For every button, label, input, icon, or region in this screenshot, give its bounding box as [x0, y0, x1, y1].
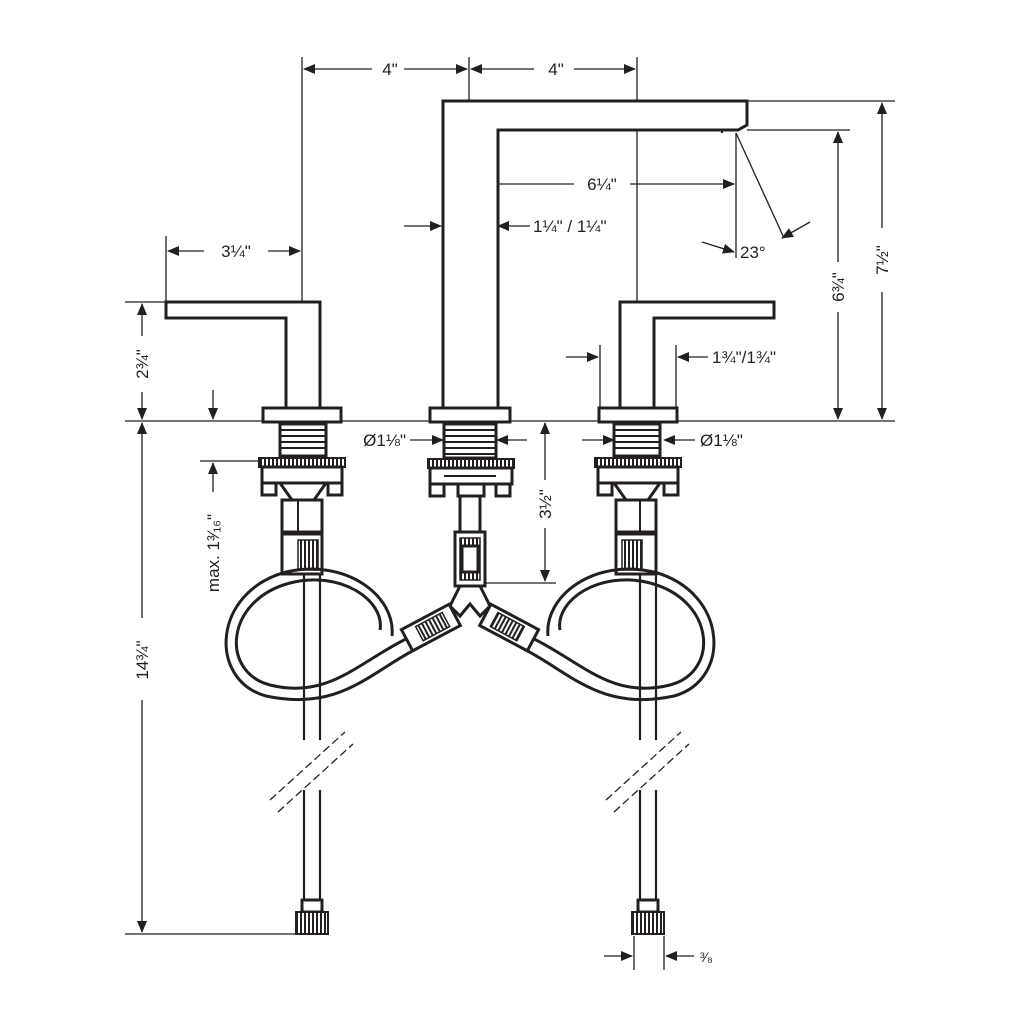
- left-hole-diameter-label: Ø1⅛": [363, 431, 406, 450]
- handle-height-label: 2¾": [133, 349, 152, 379]
- supply-pipes: [269, 574, 690, 935]
- connection-size-label: ³⁄₈: [700, 949, 713, 965]
- shank-length-label: 3½": [536, 489, 555, 519]
- supply-length-label: 14¾": [133, 640, 152, 679]
- hoses: [224, 567, 716, 702]
- spout-reach-label: 6¼": [587, 175, 617, 194]
- spout: [427, 99, 749, 619]
- dimension-lines: [137, 64, 887, 961]
- handle-profile-label: 1¾"/1¾": [712, 348, 776, 367]
- right-spacing-label: 4": [548, 60, 564, 79]
- dimension-labels: 4" 4" 6¼" 1¼" / 1¼" 23° 3¼" 2¾" 1¾"/1¾" …: [133, 60, 892, 965]
- spout-outlet-height-label: 6¾": [829, 272, 848, 302]
- left-valve: [164, 300, 346, 576]
- handle-length-label: 3¼": [221, 242, 251, 261]
- right-hole-diameter-label: Ø1⅛": [700, 431, 743, 450]
- spray-angle-label: 23°: [740, 243, 766, 262]
- overall-height-label: 7½": [873, 245, 892, 275]
- spout-profile-label: 1¼" / 1¼": [533, 217, 607, 236]
- left-spacing-label: 4": [382, 60, 398, 79]
- right-valve: [594, 300, 776, 576]
- deck-thickness-label: max. 1³⁄₁₆": [204, 514, 223, 592]
- extension-lines: [125, 57, 895, 970]
